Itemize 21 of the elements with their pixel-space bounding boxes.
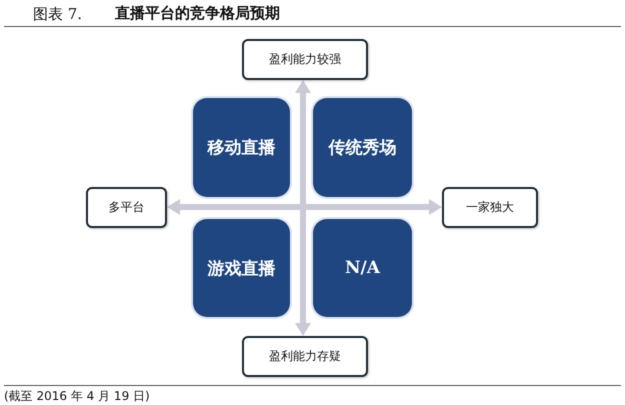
figure-title: 直播平台的竞争格局预期 xyxy=(115,4,280,23)
double-headed-arrow xyxy=(295,80,311,336)
quadrant-label: 移动直播 xyxy=(208,137,276,159)
quadrant-label: 传统秀场 xyxy=(328,137,396,159)
axis-label-box xyxy=(242,336,368,377)
axis-label-box xyxy=(86,187,167,228)
quadrant-box xyxy=(193,219,290,317)
axis-label: 一家独大 xyxy=(466,199,514,216)
axis-label: 多平台 xyxy=(108,199,144,216)
axis-label-box xyxy=(242,39,368,80)
quadrant-box xyxy=(193,98,290,197)
quadrant-label: 游戏直播 xyxy=(208,258,276,280)
double-headed-arrow xyxy=(167,199,442,215)
quadrant-box xyxy=(313,219,412,317)
figure-number: 图表 7. xyxy=(33,5,82,24)
axis-label: 盈利能力存疑 xyxy=(269,348,341,365)
quadrant-label: N/A xyxy=(345,258,380,278)
axis-label-box xyxy=(442,187,538,228)
source-note: (截至 2016 年 4 月 19 日) xyxy=(4,388,150,405)
axis-label: 盈利能力较强 xyxy=(269,51,341,68)
quadrant-box xyxy=(313,98,412,197)
